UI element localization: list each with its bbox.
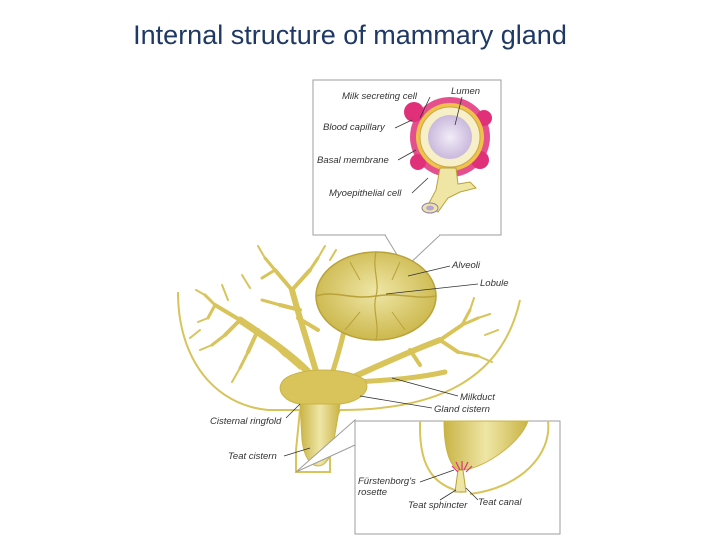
page-title: Internal structure of mammary gland xyxy=(133,20,567,50)
udder-outline xyxy=(177,291,521,473)
label-cisternal-ringfold: Cisternal ringfold xyxy=(210,416,282,427)
lobule xyxy=(315,251,437,341)
alveolus-inset: Milk secreting cell Lumen Blood capillar… xyxy=(312,79,502,269)
label-teat-cistern: Teat cistern xyxy=(228,451,277,462)
udder-leader-lines xyxy=(283,265,479,457)
label-teat-sphincter: Teat sphincter xyxy=(408,500,468,511)
label-basal-membrane: Basal membrane xyxy=(317,155,389,166)
label-milk-secreting-cell: Milk secreting cell xyxy=(342,91,418,102)
teat-leader-lines xyxy=(419,469,479,501)
label-myoepithelial-cell: Myoepithelial cell xyxy=(329,188,402,199)
label-gland-cistern: Gland cistern xyxy=(434,404,490,415)
lumen-area xyxy=(428,115,472,159)
gland-cistern xyxy=(279,369,368,405)
udder-section: Alveoli Lobule Milkduct Gland cistern Ci… xyxy=(177,245,521,473)
label-blood-capillary: Blood capillary xyxy=(323,122,386,133)
alveolus-illustration xyxy=(404,97,492,214)
alveolus-leader-lines xyxy=(394,96,463,194)
furstenbergs-rosette-mark xyxy=(451,461,473,473)
label-lobule: Lobule xyxy=(480,278,509,289)
label-furstenbergs-rosette: Fürstenborg's rosette xyxy=(358,476,418,498)
label-teat-canal: Teat canal xyxy=(478,497,522,508)
label-milkduct: Milkduct xyxy=(460,392,495,403)
label-alveoli: Alveoli xyxy=(451,260,481,271)
label-lumen: Lumen xyxy=(451,86,480,97)
teat-tip-illustration xyxy=(419,420,550,495)
teat-tip-inset: Fürstenborg's rosette Teat sphincter Tea… xyxy=(295,418,561,535)
